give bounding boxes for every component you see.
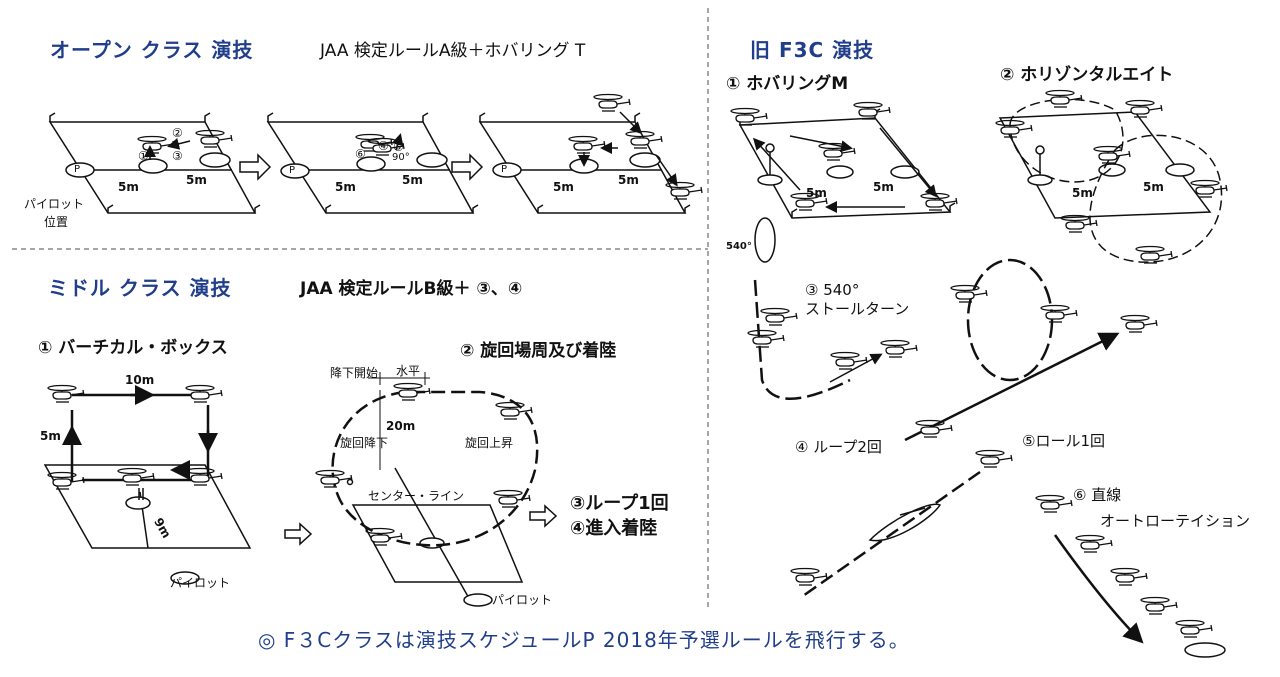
autorotation-label: オートローテイション — [1100, 512, 1251, 530]
hover-dist-a: 5m — [806, 186, 827, 200]
box-width-label: 10m — [125, 373, 155, 387]
loop-once-label: ③ループ1回 — [570, 493, 669, 514]
open-num-2: ② — [172, 126, 183, 140]
box-height-label: 5m — [40, 429, 61, 443]
figure-eight-title: ② ホリゾンタルエイト — [1000, 65, 1174, 85]
open-field-3 — [478, 93, 703, 214]
figure-eight-diagram — [995, 89, 1228, 264]
roll-diagram — [790, 449, 1013, 600]
hover-dist-b: 5m — [873, 180, 894, 194]
circuit-title: ② 旋回場周及び着陸 — [460, 341, 617, 361]
footer-note: ◎ F３Cクラスは演技スケジュールP 2018年予選ルールを飛行する。 — [258, 628, 910, 652]
circuit-pilot-label: パイロット — [492, 593, 553, 607]
open-num-5: ⑤ — [393, 140, 404, 154]
stall-deg-small: 540° — [726, 241, 752, 252]
open-pilot-label: パイロット — [24, 197, 85, 211]
circuit-diagram — [315, 372, 539, 607]
open-dist-b: 5m — [186, 173, 207, 187]
open-num-6: ⑥ — [355, 147, 366, 161]
open-field-2 — [266, 112, 479, 214]
descent-start-label: 降下開始 — [330, 366, 379, 380]
open-dist-c: 5m — [335, 180, 356, 194]
vertical-box-title: ① バーチカル・ボックス — [38, 338, 228, 358]
stall-turn-diagram — [747, 217, 918, 400]
hover-m-diagram — [730, 101, 958, 219]
open-p-1: P — [74, 164, 81, 175]
middle-arrow — [284, 504, 558, 546]
open-num-4: ④ — [378, 139, 389, 153]
open-dist-d: 5m — [402, 173, 423, 187]
open-p-2: P — [289, 165, 296, 176]
hover-m-title: ① ホバリングM — [726, 74, 849, 94]
turn-climb-label: 旋回上昇 — [465, 436, 514, 450]
open-arrow-1 — [239, 153, 272, 181]
open-dist-e: 5m — [553, 180, 574, 194]
autorotation-number: ⑥ 直線 — [1073, 486, 1122, 504]
open-arrow-2 — [451, 153, 484, 181]
box-pilot-label: パイロット — [170, 576, 231, 590]
approach-landing-label: ④進入着陸 — [570, 518, 658, 539]
open-deg-90: 90° — [392, 152, 410, 163]
loop-twice-label: ④ ループ2回 — [795, 438, 882, 456]
open-class-title: オープン クラス 演技 — [50, 38, 254, 62]
turn-descent-label: 旋回降下 — [340, 436, 389, 450]
figure8-dist-a: 5m — [1072, 186, 1093, 200]
open-field-1 — [48, 112, 261, 214]
vertical-box-diagram — [43, 384, 252, 585]
open-num-3: ③ — [172, 149, 183, 163]
stall-turn-label: ストールターン — [805, 300, 910, 318]
roll-once-label: ⑤ロール1回 — [1022, 432, 1105, 450]
level-label: 水平 — [396, 364, 421, 378]
open-pilot-label2: 位置 — [44, 215, 69, 229]
open-num-1: ① — [138, 149, 149, 163]
open-class-rule: JAA 検定ルールA級＋ホバリング T — [320, 41, 586, 61]
center-line-label: センター・ライン — [368, 489, 465, 503]
middle-class-title: ミドル クラス 演技 — [48, 276, 232, 300]
stall-turn-number: ③ 540° — [805, 281, 860, 299]
open-dist-a: 5m — [118, 180, 139, 194]
circuit-height-label: 20m — [386, 419, 416, 433]
f3c-title: 旧 F3C 演技 — [750, 38, 875, 62]
open-dist-f: 5m — [618, 173, 639, 187]
open-p-3: P — [501, 164, 508, 175]
section-dividers — [12, 8, 709, 610]
middle-class-rule: JAA 検定ルールB級＋ ③、④ — [300, 279, 523, 299]
loop-diagram — [904, 258, 1158, 442]
figure8-dist-b: 5m — [1143, 180, 1164, 194]
autorotation-diagram — [1035, 494, 1226, 658]
